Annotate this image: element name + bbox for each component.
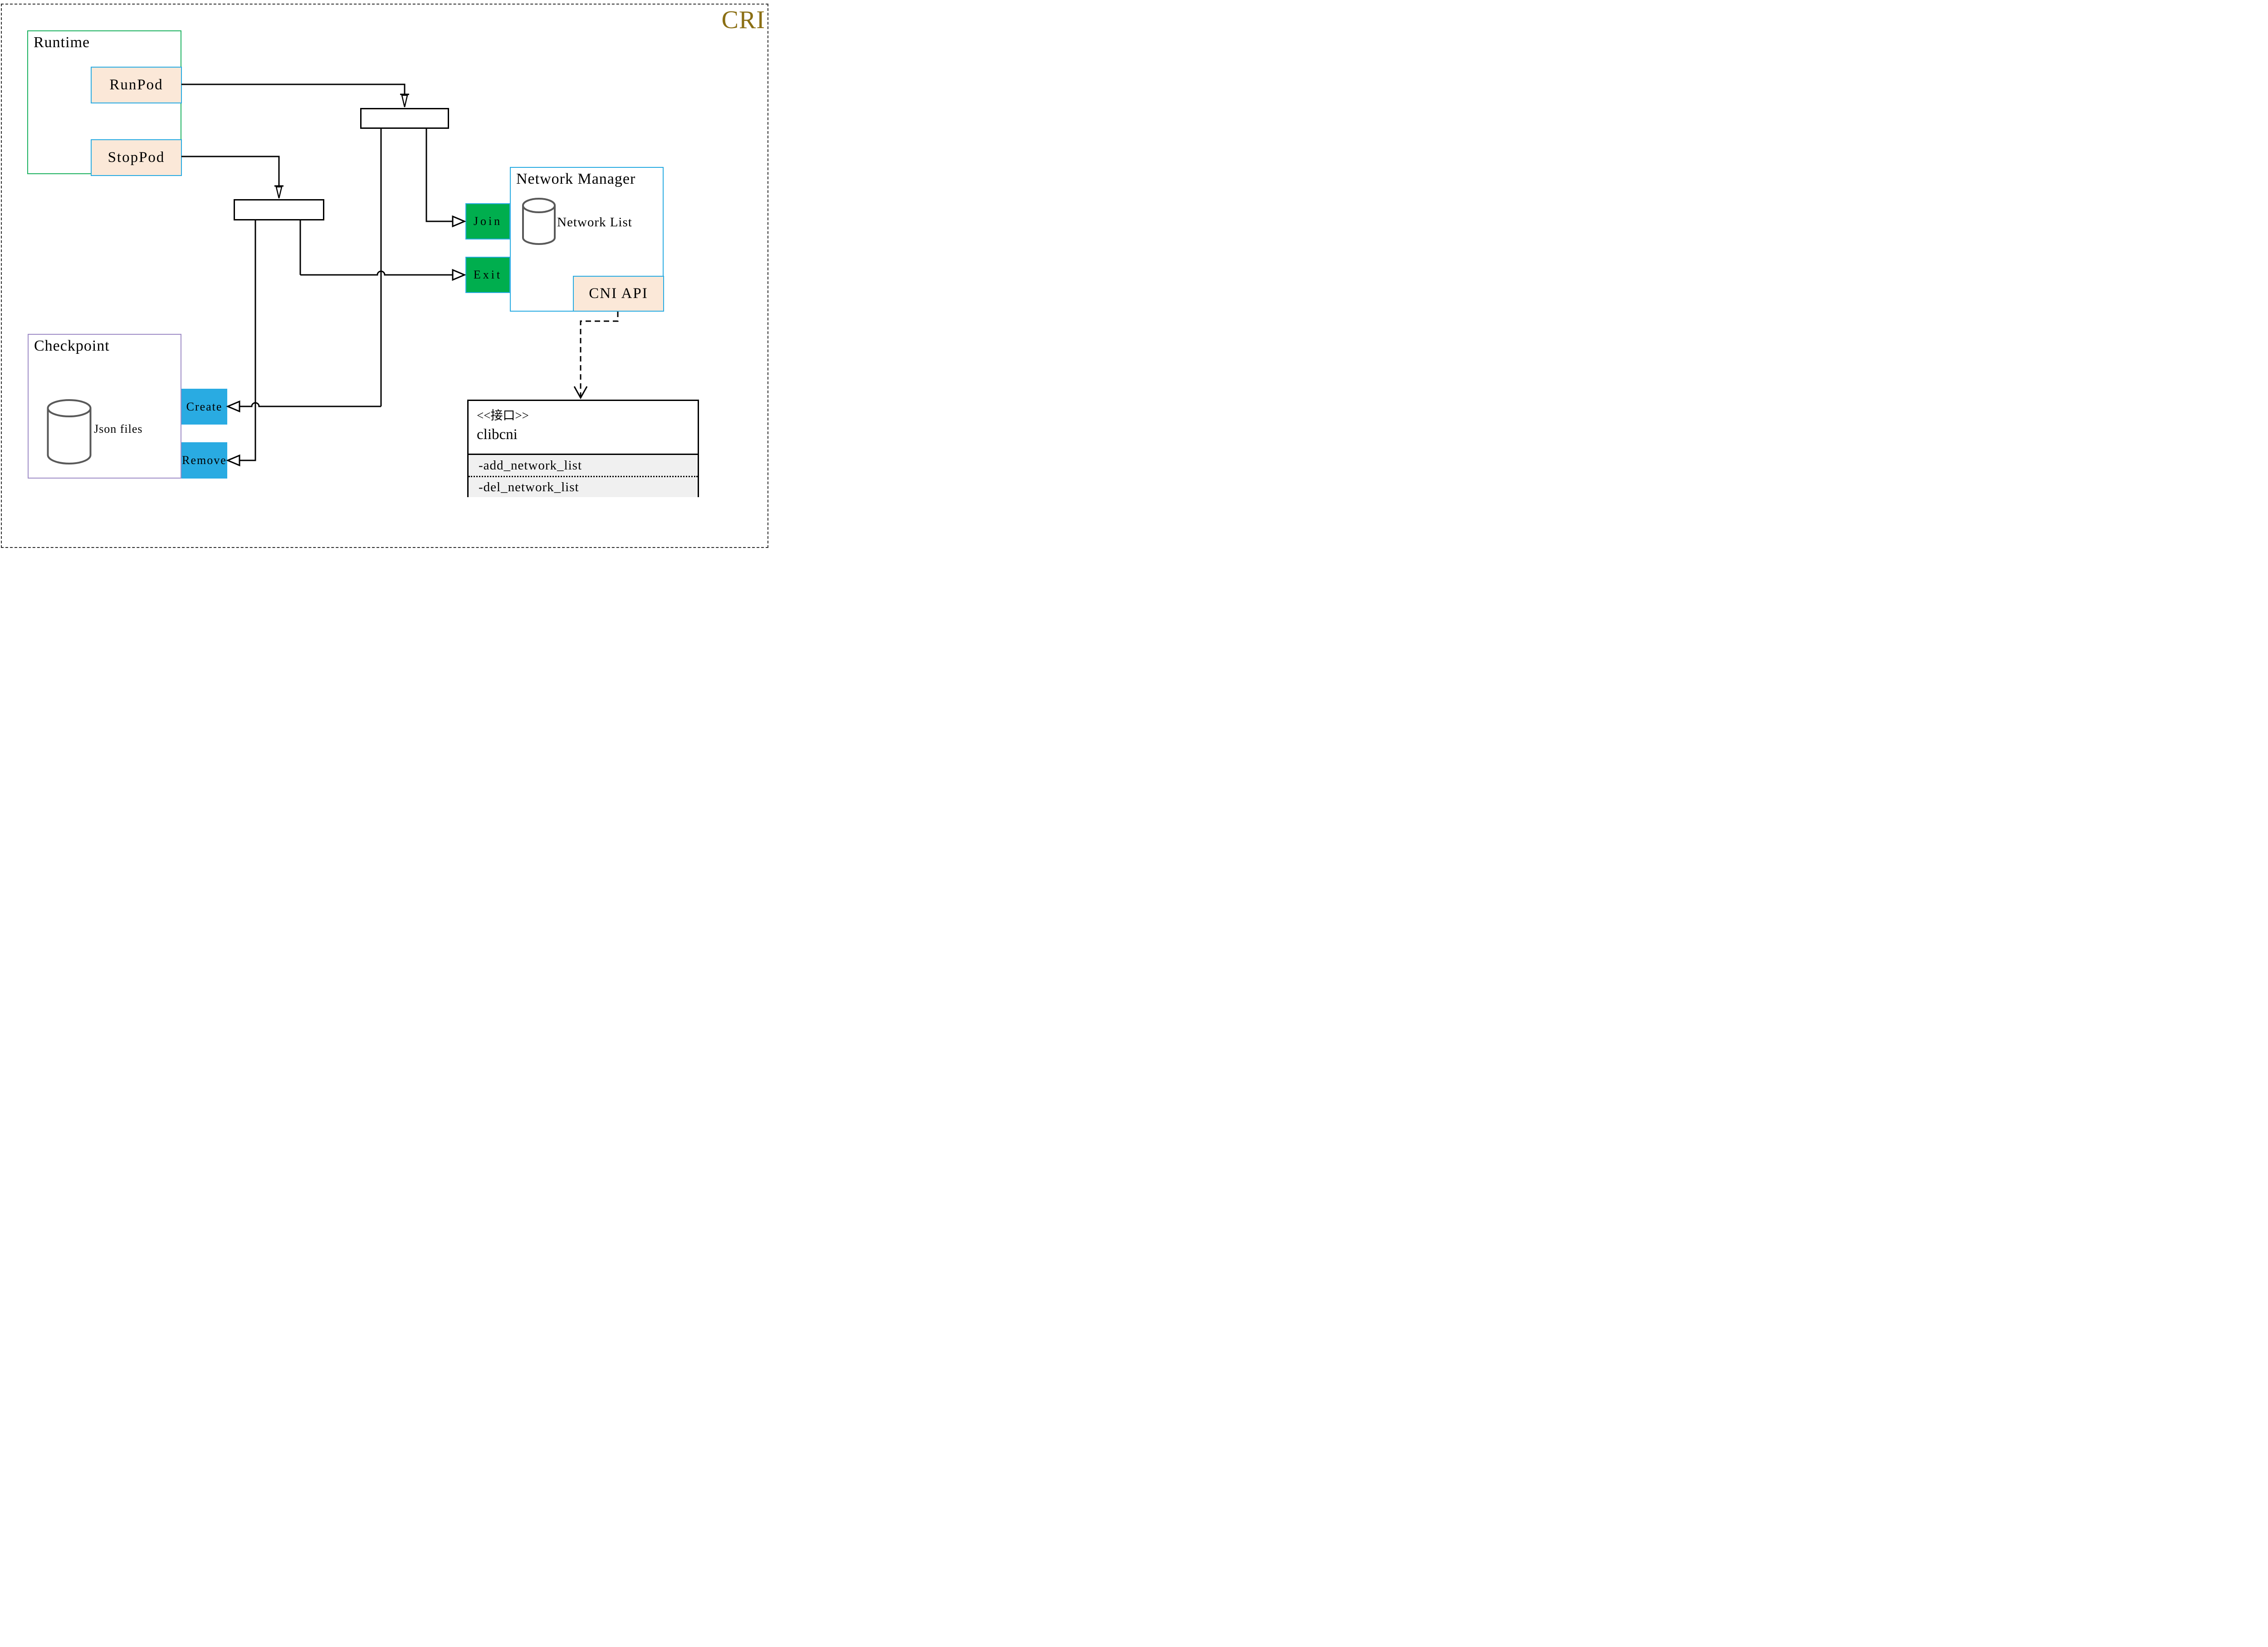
exit-box: Exit <box>465 257 510 293</box>
remove-label: Remove <box>182 454 227 467</box>
clibcni-header: <<接口>> clibcni <box>469 401 698 454</box>
cni-api-label: CNI API <box>589 285 648 302</box>
network-list-cylinder-icon <box>522 198 556 247</box>
runpod-box: RunPod <box>91 67 182 103</box>
remove-box: Remove <box>181 442 227 479</box>
clibcni-method-del: -del_network_list <box>469 476 698 497</box>
diagram-title: CRI <box>721 6 765 34</box>
stoppod-box: StopPod <box>91 139 182 176</box>
runpod-junction-bar <box>360 108 449 129</box>
join-box: Join <box>465 203 510 239</box>
clibcni-methods-section: -add_network_list -del_network_list <box>469 454 698 497</box>
network-list-label: Network List <box>557 215 632 230</box>
create-box: Create <box>181 389 227 425</box>
page-dashed-border <box>1 4 768 548</box>
join-label: Join <box>473 215 503 228</box>
checkpoint-title: Checkpoint <box>34 337 110 354</box>
json-files-label: Json files <box>94 422 143 435</box>
runpod-label: RunPod <box>109 77 163 93</box>
create-label: Create <box>186 400 223 413</box>
exit-label: Exit <box>473 268 503 281</box>
stoppod-label: StopPod <box>108 149 165 166</box>
json-files-cylinder-icon <box>46 399 92 467</box>
runtime-title: Runtime <box>34 34 90 51</box>
clibcni-stereotype: <<接口>> <box>477 409 529 422</box>
clibcni-method-add: -add_network_list <box>479 458 582 473</box>
network-manager-title: Network Manager <box>516 171 636 187</box>
clibcni-name: clibcni <box>477 426 518 443</box>
cri-diagram-page: CRI Runtime RunPod StopPod Network Manag… <box>0 0 781 549</box>
cni-api-box: CNI API <box>573 276 664 312</box>
clibcni-interface-box: <<接口>> clibcni -add_network_list -del_ne… <box>467 400 699 497</box>
stoppod-junction-bar <box>234 199 324 220</box>
